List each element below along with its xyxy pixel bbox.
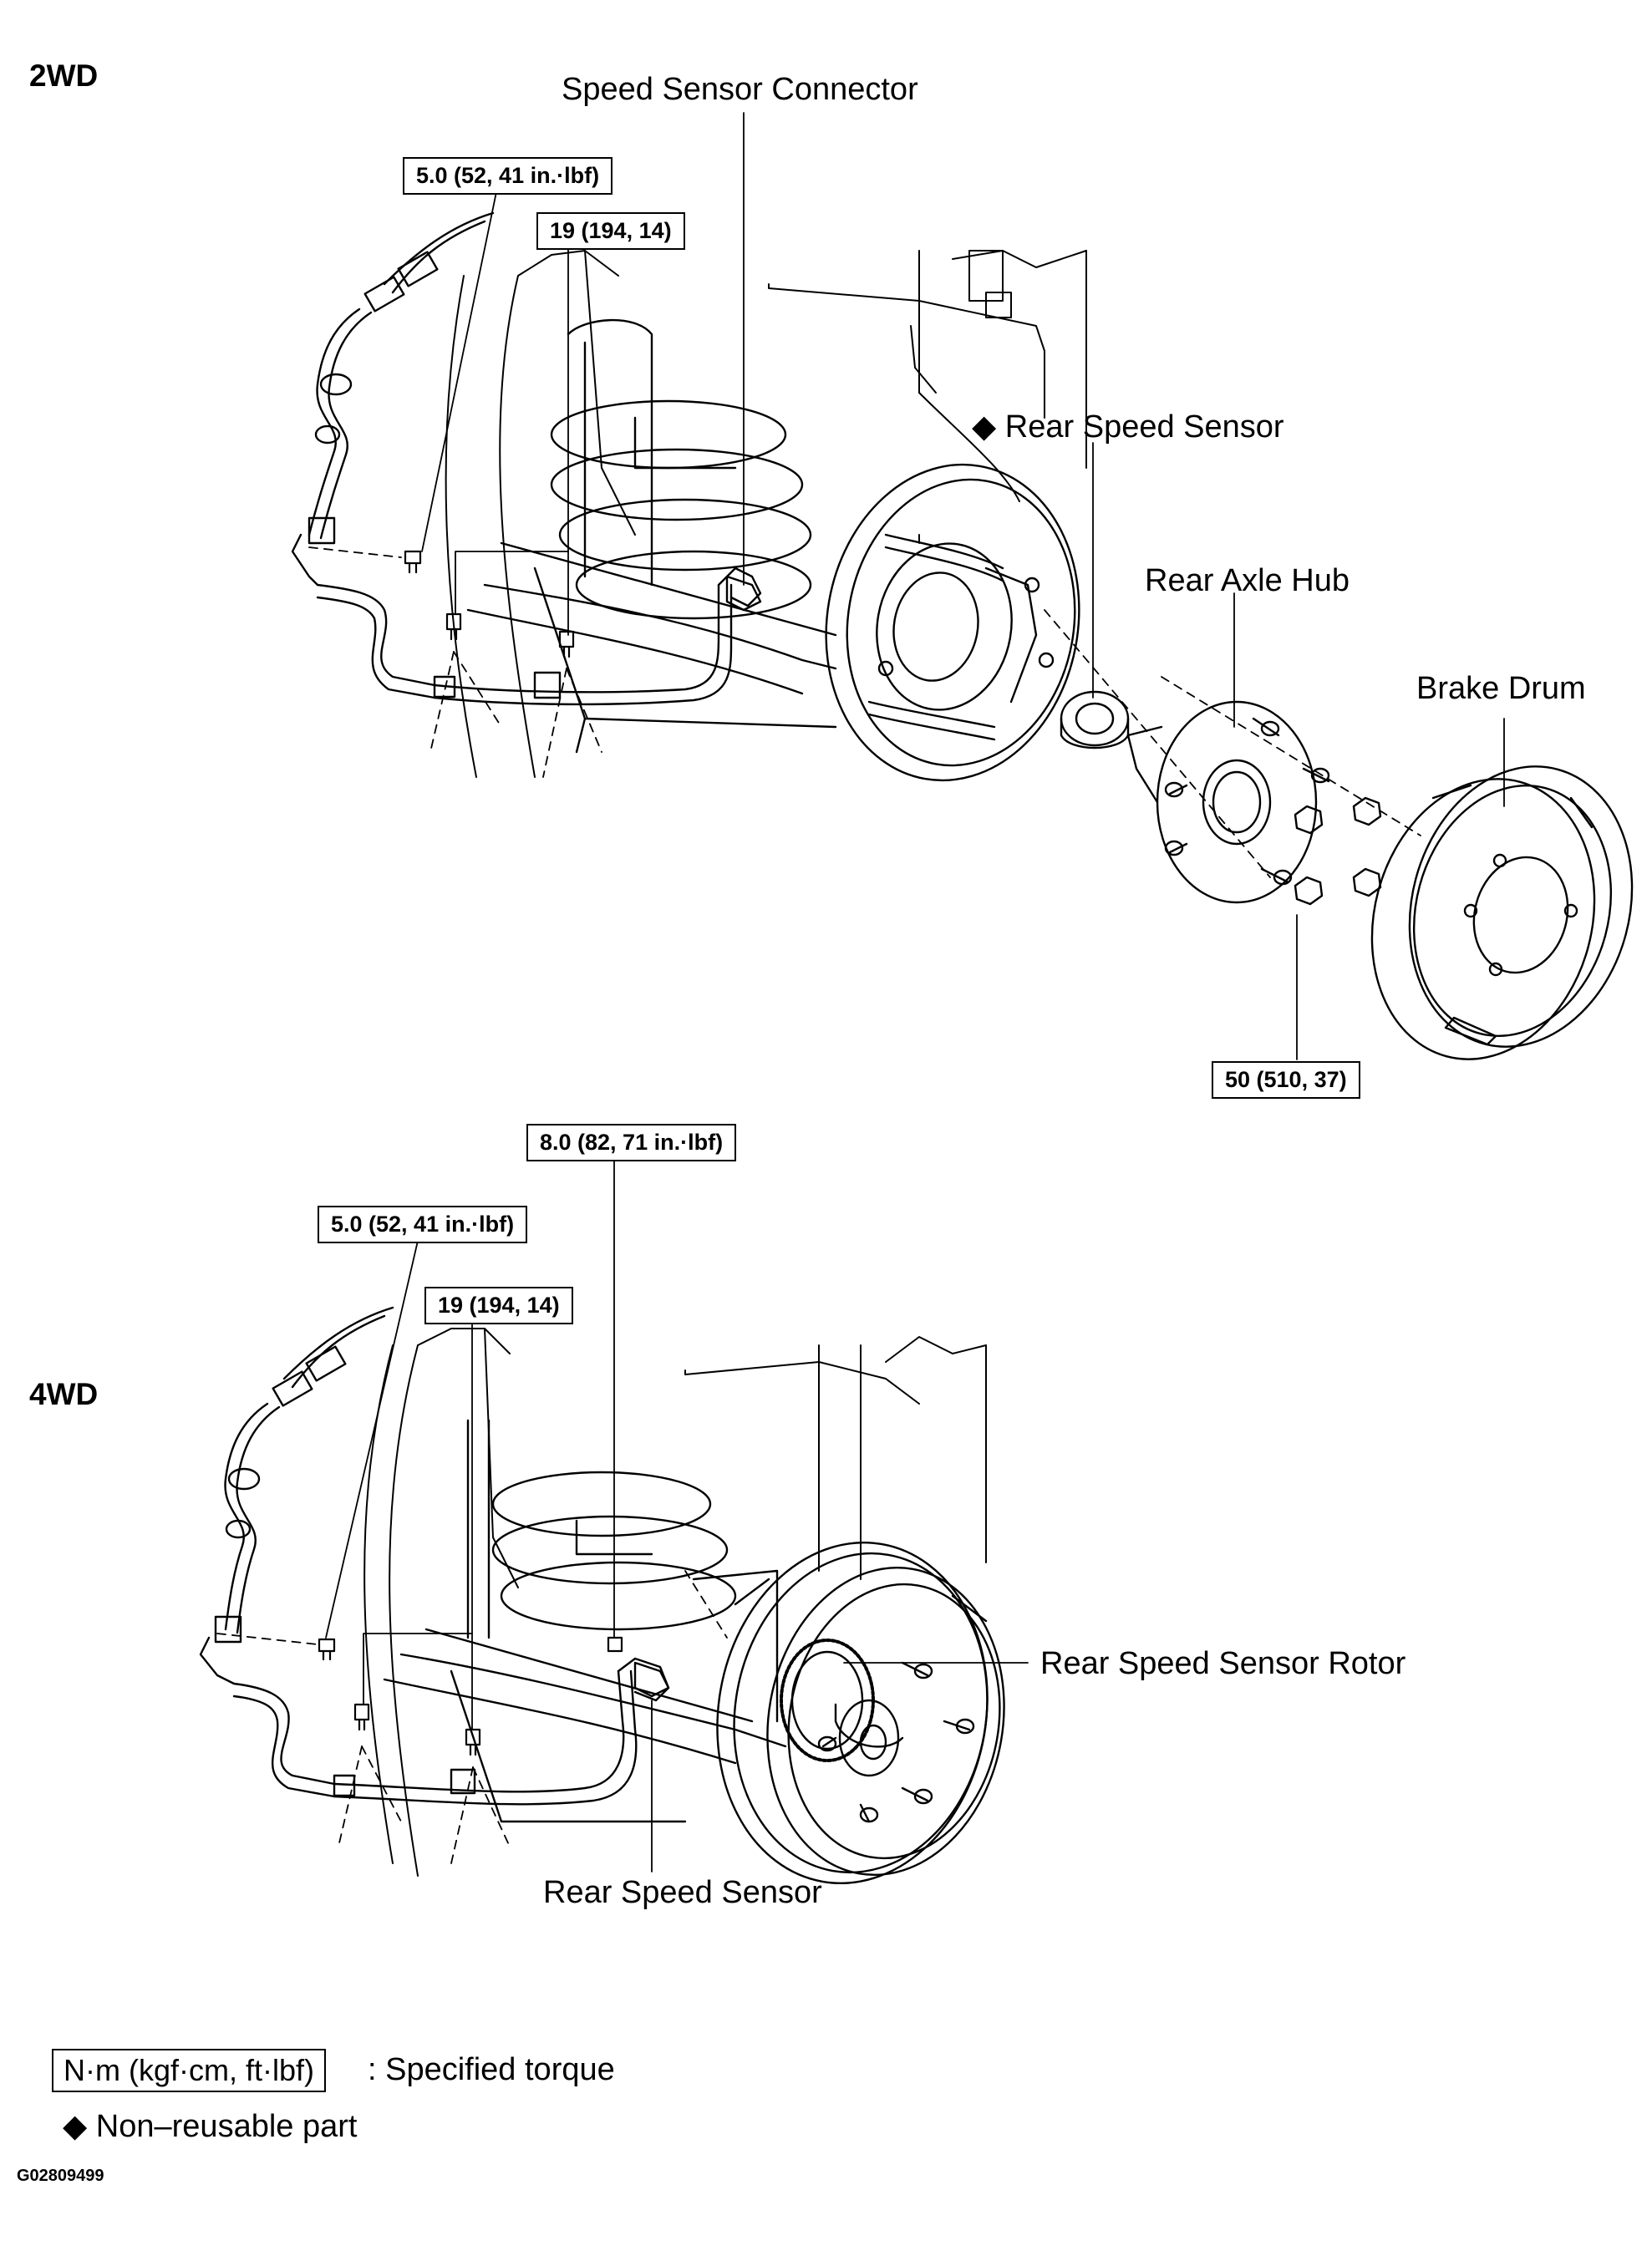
rear-speed-sensor-rotor-label: Rear Speed Sensor Rotor: [1040, 1646, 1406, 1681]
hub-nuts-2wd: [1295, 798, 1380, 904]
brake-drum-2wd: [1341, 741, 1652, 1085]
rear-speed-sensor-label-2wd: ◆ Rear Speed Sensor: [972, 411, 1284, 443]
section-label-4wd: 4WD: [29, 1377, 99, 1411]
torque-legend-desc: : Specified torque: [368, 2052, 615, 2087]
torque-box-bracket-bolt-4wd: 5.0 (52, 41 in.·lbf): [318, 1206, 528, 1243]
brake-drum-4wd: [691, 1521, 1028, 1904]
non-reusable-legend-diamond-icon: ◆: [63, 2109, 88, 2144]
coil-spring-4wd: [468, 1420, 735, 1638]
sensor-harness-2wd: [292, 213, 760, 704]
brake-drum-label: Brake Drum: [1416, 671, 1586, 706]
rear-speed-sensor-ring-2wd: [1061, 692, 1128, 748]
torque-box-sensor-bolt-4wd: 8.0 (82, 71 in.·lbf): [526, 1124, 737, 1161]
sensor-harness-4wd: [201, 1308, 668, 1804]
hub-studs-2wd: [1166, 719, 1329, 884]
brake-backing-plate-2wd: [801, 445, 1103, 800]
torque-box-bracket-bolt-2wd: 5.0 (52, 41 in.·lbf): [403, 157, 613, 195]
harness-bolts-2wd: [405, 551, 573, 657]
2wd-assembly-drawing: [292, 113, 1652, 1085]
torque-box-clamp-bolt-2wd: 19 (194, 14): [536, 212, 685, 250]
leader-lines-4wd: [326, 1157, 1028, 1872]
leader-lines-2wd: [422, 113, 1504, 1059]
rear-speed-sensor-text-2wd: Rear Speed Sensor: [1004, 409, 1284, 445]
speed-sensor-connector-2wd: [727, 577, 760, 610]
section-label-2wd: 2WD: [29, 58, 99, 93]
torque-box-clamp-bolt-4wd: 19 (194, 14): [424, 1287, 573, 1324]
speed-sensor-connector-label: Speed Sensor Connector: [562, 72, 918, 107]
rear-speed-sensor-4wd: [635, 1663, 668, 1696]
hub-studs-4wd: [819, 1663, 973, 1822]
rear-speed-sensor-rotor-4wd: [781, 1640, 902, 1776]
rear-speed-sensor-label-4wd: Rear Speed Sensor: [543, 1875, 822, 1910]
harness-bolts-4wd: [319, 1638, 622, 1755]
non-reusable-legend-text: Non–reusable part: [95, 2109, 358, 2144]
torque-box-hub-nut-2wd: 50 (510, 37): [1212, 1061, 1360, 1099]
coil-spring-2wd: [552, 320, 811, 618]
rear-axle-hub-label: Rear Axle Hub: [1145, 563, 1350, 598]
non-reusable-diamond-icon: ◆: [972, 409, 997, 445]
figure-code: G02809499: [17, 2167, 104, 2185]
rear-axle-hub-2wd: [1128, 702, 1329, 902]
4wd-assembly-drawing: [201, 1157, 1028, 1905]
assembly-dashes-4wd: [217, 1571, 727, 1863]
torque-legend-box: N·m (kgf·cm, ft·lbf): [52, 2049, 326, 2092]
axle-beam-4wd: [384, 1571, 785, 1822]
axle-beam-2wd: [468, 543, 836, 752]
non-reusable-legend: ◆ Non–reusable part: [63, 2111, 357, 2142]
